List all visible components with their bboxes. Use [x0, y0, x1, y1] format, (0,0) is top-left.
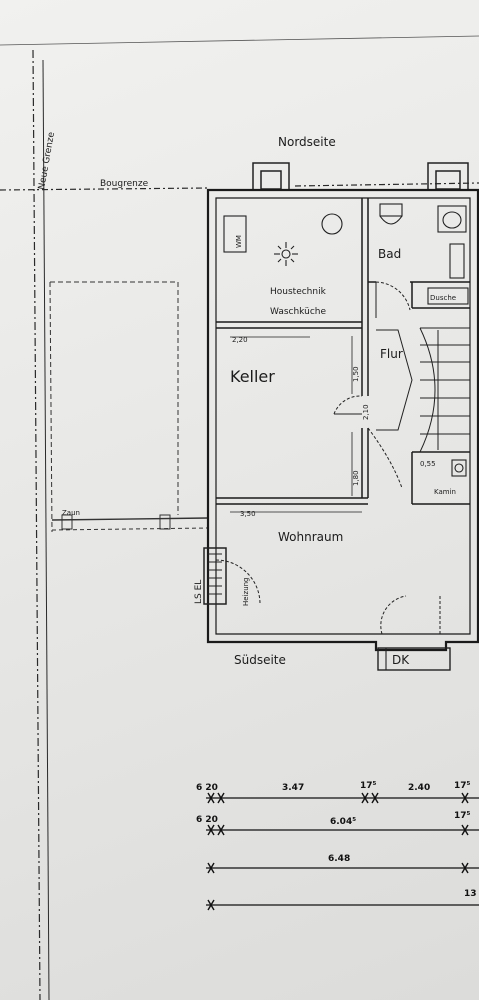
flur-lower-label: 1,80 — [352, 470, 360, 486]
stair-curve — [419, 327, 436, 453]
tick-mark — [461, 824, 469, 836]
dim-row1-right: 17⁵ — [454, 781, 471, 791]
dim-row4-right: 13 — [464, 889, 477, 899]
dim-row1-seg2: 2.40 — [408, 783, 430, 793]
dim-row1-mid: 17⁵ — [360, 781, 377, 791]
heizung-label: Heizung — [242, 577, 250, 606]
keller-width-label: 2,20 — [232, 336, 248, 344]
yard-left — [49, 281, 53, 533]
fence-line — [51, 517, 209, 521]
room-dimension-lines — [230, 336, 362, 513]
tick-mark — [461, 792, 469, 804]
zaun-label: Zaun — [62, 509, 80, 517]
dim-row2-left: 6 20 — [196, 815, 218, 825]
neue-grenze-line-2 — [42, 59, 50, 1000]
light-well-left — [252, 162, 290, 191]
stair-treads — [420, 344, 470, 435]
flur-door-label: 2,10 — [362, 404, 370, 420]
ceiling-light-icon — [274, 242, 298, 266]
tick-mark — [461, 862, 469, 874]
tick-mark — [207, 792, 225, 804]
tick-mark — [207, 862, 215, 874]
haustechnik-label: Houstechnik — [270, 287, 327, 297]
wohnraum-label: Wohnraum — [278, 530, 343, 544]
light-well-left-inner — [260, 170, 282, 190]
ls-el-label: LS EL — [194, 580, 204, 604]
suedseite-label: Südseite — [234, 653, 286, 667]
wm-label: WM — [235, 235, 243, 248]
light-well-right — [427, 162, 469, 191]
tick-mark — [207, 824, 225, 836]
door-keller-arc — [333, 395, 363, 415]
waschkueche-label: Waschküche — [270, 307, 326, 317]
light-well-right-inner — [435, 170, 461, 190]
bad-label: Bad — [378, 247, 401, 261]
dk-box — [377, 647, 451, 671]
dim-row2-seg1: 6.04⁵ — [330, 817, 356, 827]
doors — [215, 281, 441, 635]
dim-row3-seg1: 6.48 — [328, 854, 350, 864]
yard-area — [49, 281, 209, 533]
heizung-box — [203, 547, 227, 605]
neue-grenze-line — [32, 49, 41, 1000]
door-bad-arc — [375, 281, 411, 311]
kamin-flue-icon — [454, 463, 464, 473]
outer-walls — [206, 188, 479, 652]
dim-row1-left: 6 20 — [196, 783, 218, 793]
washing-machine-box — [223, 215, 247, 253]
kamin-box — [451, 459, 467, 477]
top-sheet-line — [0, 35, 479, 46]
outer-wall — [206, 188, 479, 652]
dusche-box — [427, 287, 469, 305]
dk-label: DK — [392, 653, 410, 667]
north-light-wells — [252, 162, 469, 191]
door-flur-arc — [367, 427, 403, 489]
flur-label: Flur — [380, 347, 403, 361]
radiator-box — [449, 243, 465, 279]
interior-walls — [216, 198, 470, 505]
outer-wall-inner — [215, 197, 471, 635]
property-boundaries — [0, 35, 479, 1000]
dim-row1-seg1: 3.47 — [282, 783, 304, 793]
flur-upper-label: 1,50 — [352, 366, 360, 382]
nordseite-label: Nordseite — [278, 135, 336, 149]
keller-label: Keller — [230, 367, 275, 386]
staircase — [419, 327, 471, 453]
fence-post — [61, 514, 73, 530]
kamin-label: Kamin — [434, 488, 456, 496]
sink-icon — [437, 205, 467, 233]
tick-mark — [361, 792, 379, 804]
toilet-icon — [379, 203, 403, 225]
dim-row2-right: 17⁵ — [454, 811, 471, 821]
drain-circle — [321, 213, 343, 235]
fence-post — [159, 514, 171, 530]
neue-grenze-label: Neue Grenze — [37, 131, 57, 191]
baugrenze-line — [0, 187, 209, 191]
kamin-dim-label: 0,55 — [420, 460, 436, 468]
door-heizung-arc — [215, 559, 261, 605]
baugrenze-label: Bougrenze — [100, 179, 149, 189]
dimension-chains — [206, 792, 479, 911]
heizung-lines — [208, 553, 222, 595]
stair-outline — [420, 327, 471, 453]
wohnraum-width-label: 3,50 — [240, 510, 256, 518]
fixtures — [203, 203, 469, 671]
fence-line-2 — [51, 527, 209, 531]
dusche-label: Dusche — [430, 294, 456, 302]
tick-mark — [207, 899, 215, 911]
door-wohnraum-arc — [380, 595, 407, 635]
door-flur-ellipse — [376, 329, 413, 431]
baugrenze-line-right — [294, 182, 479, 187]
